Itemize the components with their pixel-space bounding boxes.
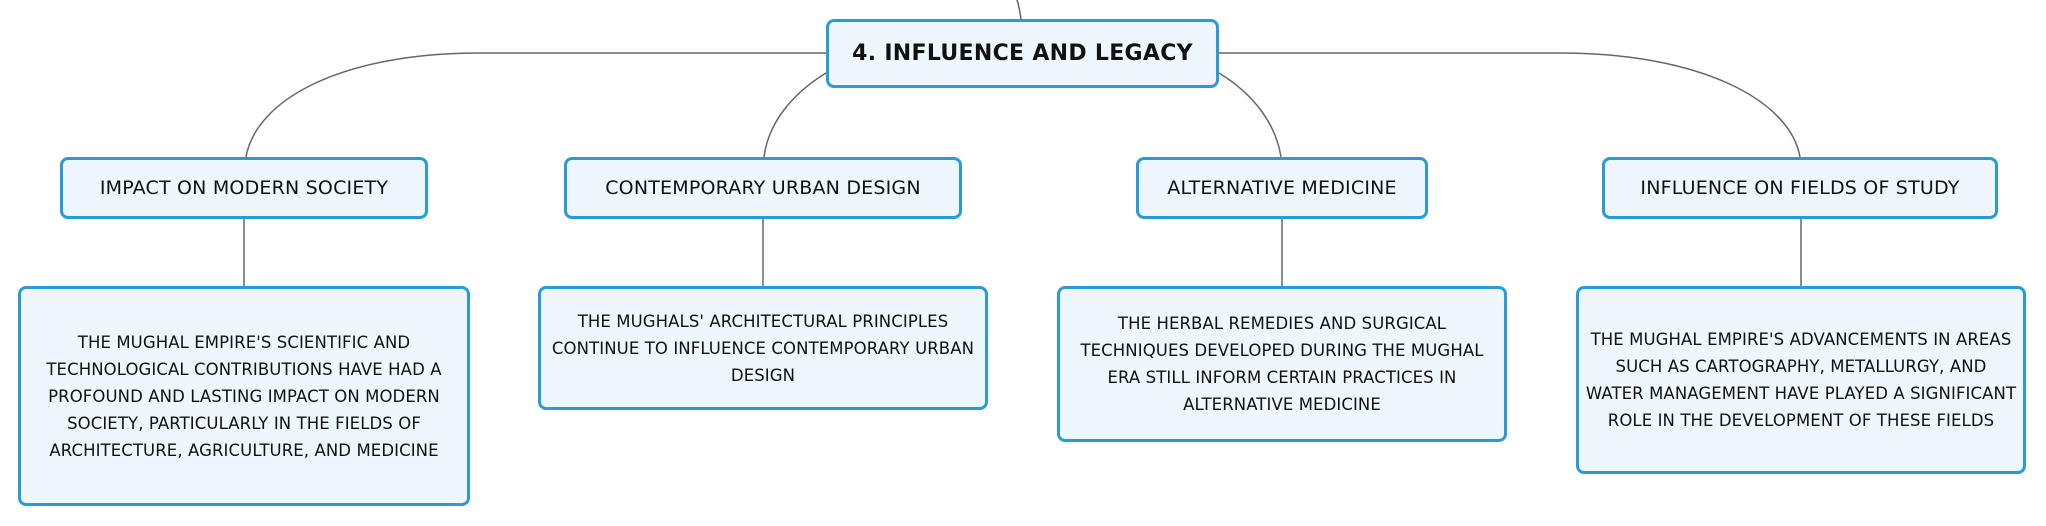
root-node-label: 4. INFLUENCE AND LEGACY	[852, 41, 1193, 66]
branch-node-alternative-medicine[interactable]: ALTERNATIVE MEDICINE	[1136, 157, 1428, 219]
detail-node-alternative-medicine[interactable]: THE HERBAL REMEDIES AND SURGICAL TECHNIQ…	[1057, 286, 1507, 442]
connector-root-to-branch-1	[245, 52, 826, 158]
connector-root-to-branch-3	[1218, 72, 1282, 158]
detail-node-text: THE HERBAL REMEDIES AND SURGICAL TECHNIQ…	[1080, 314, 1484, 414]
branch-node-label: INFLUENCE ON FIELDS OF STUDY	[1640, 177, 1960, 199]
detail-node-impact-on-modern-society[interactable]: THE MUGHAL EMPIRE'S SCIENTIFIC AND TECHN…	[18, 286, 470, 506]
detail-node-text: THE MUGHALS' ARCHITECTURAL PRINCIPLES CO…	[551, 311, 975, 385]
connector-parent-to-root	[1016, 0, 1022, 20]
branch-node-contemporary-urban-design[interactable]: CONTEMPORARY URBAN DESIGN	[564, 157, 962, 219]
detail-node-contemporary-urban-design[interactable]: THE MUGHALS' ARCHITECTURAL PRINCIPLES CO…	[538, 286, 988, 410]
branch-node-influence-on-fields-of-study[interactable]: INFLUENCE ON FIELDS OF STUDY	[1602, 157, 1998, 219]
branch-node-impact-on-modern-society[interactable]: IMPACT ON MODERN SOCIETY	[60, 157, 428, 219]
root-node[interactable]: 4. INFLUENCE AND LEGACY	[826, 19, 1219, 88]
detail-node-text: THE MUGHAL EMPIRE'S ADVANCEMENTS IN AREA…	[1585, 330, 2017, 430]
branch-node-label: ALTERNATIVE MEDICINE	[1167, 177, 1397, 199]
detail-node-text: THE MUGHAL EMPIRE'S SCIENTIFIC AND TECHN…	[46, 332, 442, 460]
detail-node-influence-on-fields-of-study[interactable]: THE MUGHAL EMPIRE'S ADVANCEMENTS IN AREA…	[1576, 286, 2026, 474]
connector-root-to-branch-2	[763, 72, 827, 158]
branch-node-label: CONTEMPORARY URBAN DESIGN	[605, 177, 921, 199]
connector-root-to-branch-4	[1219, 52, 1801, 158]
branch-node-label: IMPACT ON MODERN SOCIETY	[99, 177, 389, 199]
